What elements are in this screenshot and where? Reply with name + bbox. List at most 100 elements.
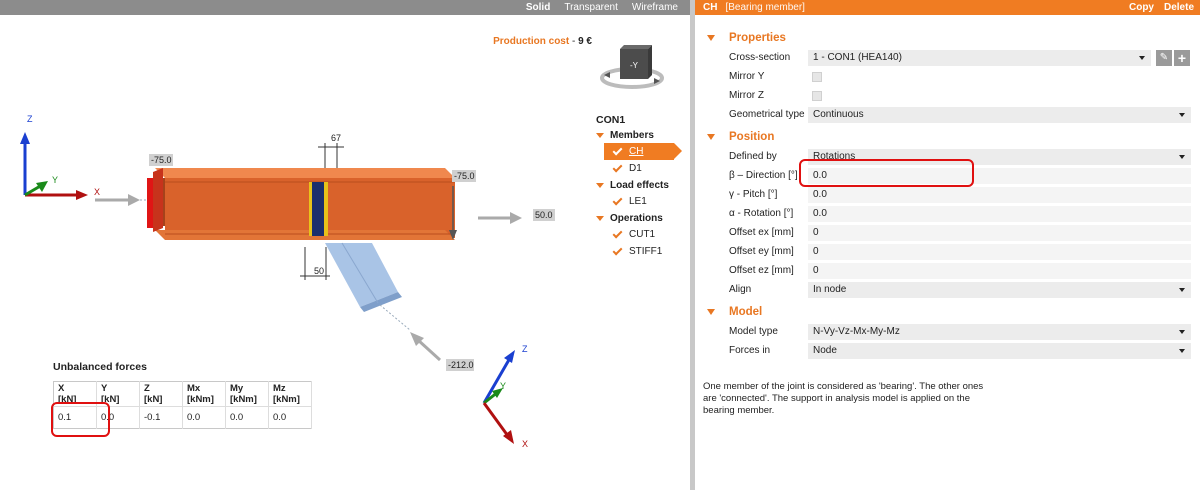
add-plus-icon[interactable]: + — [1174, 49, 1190, 66]
production-cost: Production cost - 9 € — [493, 36, 592, 47]
axis-x-label: X — [94, 187, 100, 197]
tree-group-load-effects[interactable]: Load effects — [596, 180, 686, 191]
production-cost-label: Production cost — [493, 36, 570, 47]
checkbox-checked-icon[interactable] — [612, 247, 622, 257]
view-mode-wireframe[interactable]: Wireframe — [631, 2, 678, 13]
dimension-67-label: 67 — [331, 133, 341, 143]
table-header-row: X[kN] Y[kN] Z[kN] Mx[kNm] My[kNm] Mz[kNm… — [53, 381, 312, 407]
value-z: -0.1 — [139, 406, 183, 429]
svg-text:-75.0: -75.0 — [151, 155, 172, 165]
panel-header: CH [Bearing member] Copy Delete — [695, 0, 1200, 15]
column-header-mz: Mz[kNm] — [268, 381, 312, 407]
table-row: 0.1 0.0 -0.1 0.0 0.0 0.0 — [53, 406, 312, 429]
brace-d1[interactable] — [325, 242, 411, 331]
section-position[interactable]: Position — [695, 126, 1200, 147]
axis-y-label: Y — [52, 175, 58, 185]
load-arrow-50: 50.0 — [478, 209, 555, 224]
dimension-67: 67 — [318, 133, 344, 168]
member-description: One member of the joint is considered as… — [703, 381, 984, 416]
model-tree: CON1 Members CH D1 Load effects LE1 Oper… — [596, 114, 686, 260]
tree-group-members[interactable]: Members — [596, 130, 686, 141]
gamma-pitch-input[interactable]: 0.0 — [808, 186, 1191, 203]
edit-pencil-icon[interactable]: ✎ — [1156, 49, 1172, 66]
value-mx: 0.0 — [182, 406, 226, 429]
row-cross-section: Cross-section 1 - CON1 (HEA140) ✎ + — [695, 48, 1200, 67]
value-mz: 0.0 — [268, 406, 312, 429]
mirror-z-checkbox[interactable] — [812, 90, 822, 101]
beta-direction-input[interactable]: 0.0 — [808, 167, 1191, 184]
row-gamma-pitch: γ - Pitch [°] 0.0 — [695, 185, 1200, 204]
beam-ch[interactable] — [147, 168, 455, 240]
column-header-mx: Mx[kNm] — [182, 381, 226, 407]
alpha-rotation-input[interactable]: 0.0 — [808, 205, 1191, 222]
unbalanced-forces-table: X[kN] Y[kN] Z[kN] Mx[kNm] My[kNm] Mz[kNm… — [53, 381, 312, 429]
delete-button[interactable]: Delete — [1163, 2, 1194, 13]
local-axis-x-label: X — [522, 439, 528, 449]
tree-item-cut1[interactable]: CUT1 — [596, 226, 686, 243]
geometrical-type-dropdown[interactable]: Continuous — [808, 106, 1191, 123]
offset-ey-input[interactable]: 0 — [808, 243, 1191, 260]
panel-splitter[interactable] — [690, 0, 695, 490]
axis-z-label: Z — [27, 114, 33, 124]
checkbox-checked-icon[interactable] — [612, 197, 622, 207]
unbalanced-forces: Unbalanced forces X[kN] Y[kN] Z[kN] Mx[k… — [53, 361, 312, 429]
properties-panel: CH [Bearing member] Copy Delete Properti… — [695, 0, 1200, 490]
copy-button[interactable]: Copy — [1128, 2, 1154, 13]
view-mode-toolbar: Solid Transparent Wireframe — [0, 0, 690, 15]
load-label-left: -75.0 — [149, 154, 173, 166]
row-offset-ez: Offset ez [mm] 0 — [695, 261, 1200, 280]
row-offset-ey: Offset ey [mm] 0 — [695, 242, 1200, 261]
member-role: [Bearing member] — [725, 2, 805, 13]
mirror-y-checkbox[interactable] — [812, 71, 822, 82]
header-actions: Copy Delete — [1129, 2, 1200, 13]
cross-section-dropdown[interactable]: 1 - CON1 (HEA140) — [808, 49, 1151, 66]
row-offset-ex: Offset ex [mm] 0 — [695, 223, 1200, 242]
section-properties[interactable]: Properties — [695, 27, 1200, 48]
tree-item-ch[interactable]: CH — [604, 143, 682, 160]
tree-group-operations[interactable]: Operations — [596, 213, 686, 224]
value-my: 0.0 — [225, 406, 269, 429]
model-type-dropdown[interactable]: N-Vy-Vz-Mx-My-Mz — [808, 323, 1191, 340]
3d-viewport[interactable]: Solid Transparent Wireframe Production c… — [0, 0, 690, 490]
caret-down-icon — [596, 133, 604, 138]
load-arrow-212: -212.0 — [410, 332, 474, 371]
align-dropdown[interactable]: In node — [808, 281, 1191, 298]
row-geometrical-type: Geometrical type Continuous — [695, 105, 1200, 124]
tree-item-d1[interactable]: D1 — [596, 160, 686, 177]
load-label-50: 50.0 — [535, 210, 553, 220]
row-mirror-y: Mirror Y — [695, 67, 1200, 86]
caret-down-icon — [596, 216, 604, 221]
row-alpha-rotation: α - Rotation [°] 0.0 — [695, 204, 1200, 223]
local-axis-z-label: Z — [522, 344, 528, 354]
dimension-50-label: 50 — [314, 266, 324, 276]
checkbox-checked-icon[interactable] — [612, 164, 622, 174]
row-align: Align In node — [695, 280, 1200, 299]
section-model[interactable]: Model — [695, 301, 1200, 322]
view-mode-solid[interactable]: Solid — [525, 2, 551, 13]
caret-down-icon — [596, 183, 604, 188]
defined-by-dropdown[interactable]: Rotations — [808, 148, 1191, 165]
offset-ex-input[interactable]: 0 — [808, 224, 1191, 241]
local-axis-y-label: Y — [500, 381, 506, 391]
view-cube-face-label: -Y — [630, 61, 639, 70]
dimension-50: 50 — [300, 247, 330, 280]
tree-item-le1[interactable]: LE1 — [596, 193, 686, 210]
row-forces-in: Forces in Node — [695, 341, 1200, 360]
scene-canvas[interactable]: Z Y X — [0, 15, 690, 490]
forces-in-dropdown[interactable]: Node — [808, 342, 1191, 359]
view-cube[interactable]: -Y — [596, 45, 666, 95]
checkbox-checked-icon[interactable] — [612, 230, 622, 240]
load-label-212: -212.0 — [448, 360, 474, 370]
row-model-type: Model type N-Vy-Vz-Mx-My-Mz — [695, 322, 1200, 341]
unbalanced-forces-title: Unbalanced forces — [53, 361, 147, 373]
view-mode-transparent[interactable]: Transparent — [564, 2, 618, 13]
column-header-my: My[kNm] — [225, 381, 269, 407]
offset-ez-input[interactable]: 0 — [808, 262, 1191, 279]
production-cost-value: 9 € — [578, 36, 592, 47]
member-name: CH — [703, 2, 718, 13]
checkbox-checked-icon[interactable] — [612, 147, 622, 157]
tree-item-stiff1[interactable]: STIFF1 — [596, 243, 686, 260]
value-y: 0.0 — [96, 406, 140, 429]
tree-root[interactable]: CON1 — [596, 114, 626, 126]
